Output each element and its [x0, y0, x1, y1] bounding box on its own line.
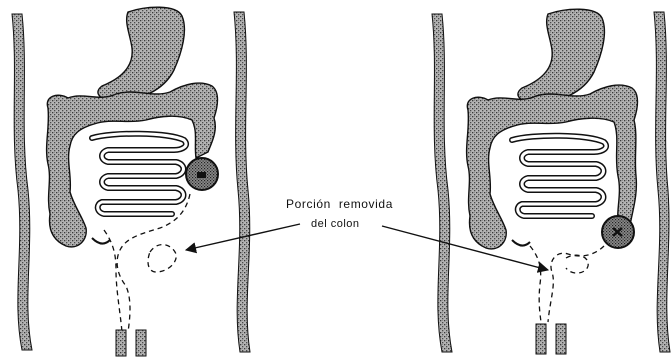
- right-pointer-arrow: [382, 226, 548, 270]
- left-panel: [12, 7, 250, 356]
- left-rectum-stump-2: [136, 330, 146, 356]
- right-appendix: [512, 240, 530, 246]
- right-rectum-stump-2: [556, 324, 566, 354]
- left-appendix: [92, 238, 110, 244]
- caption-line-1: Porción removida: [286, 197, 393, 211]
- left-body-wall-outer: [12, 14, 32, 350]
- right-rectum-stump-1: [536, 324, 546, 354]
- caption-line-2: del colon: [311, 218, 360, 230]
- right-panel: [432, 9, 670, 354]
- right-stomach: [518, 9, 605, 102]
- left-body-wall-inner: [234, 12, 250, 352]
- right-body-wall-outer: [432, 14, 452, 352]
- right-body-wall-inner: [654, 12, 670, 352]
- left-rectum-stump-1: [116, 330, 126, 356]
- left-resection-mark: [197, 172, 206, 178]
- left-stomach: [98, 7, 185, 100]
- right-dashed-rectum: [530, 246, 604, 328]
